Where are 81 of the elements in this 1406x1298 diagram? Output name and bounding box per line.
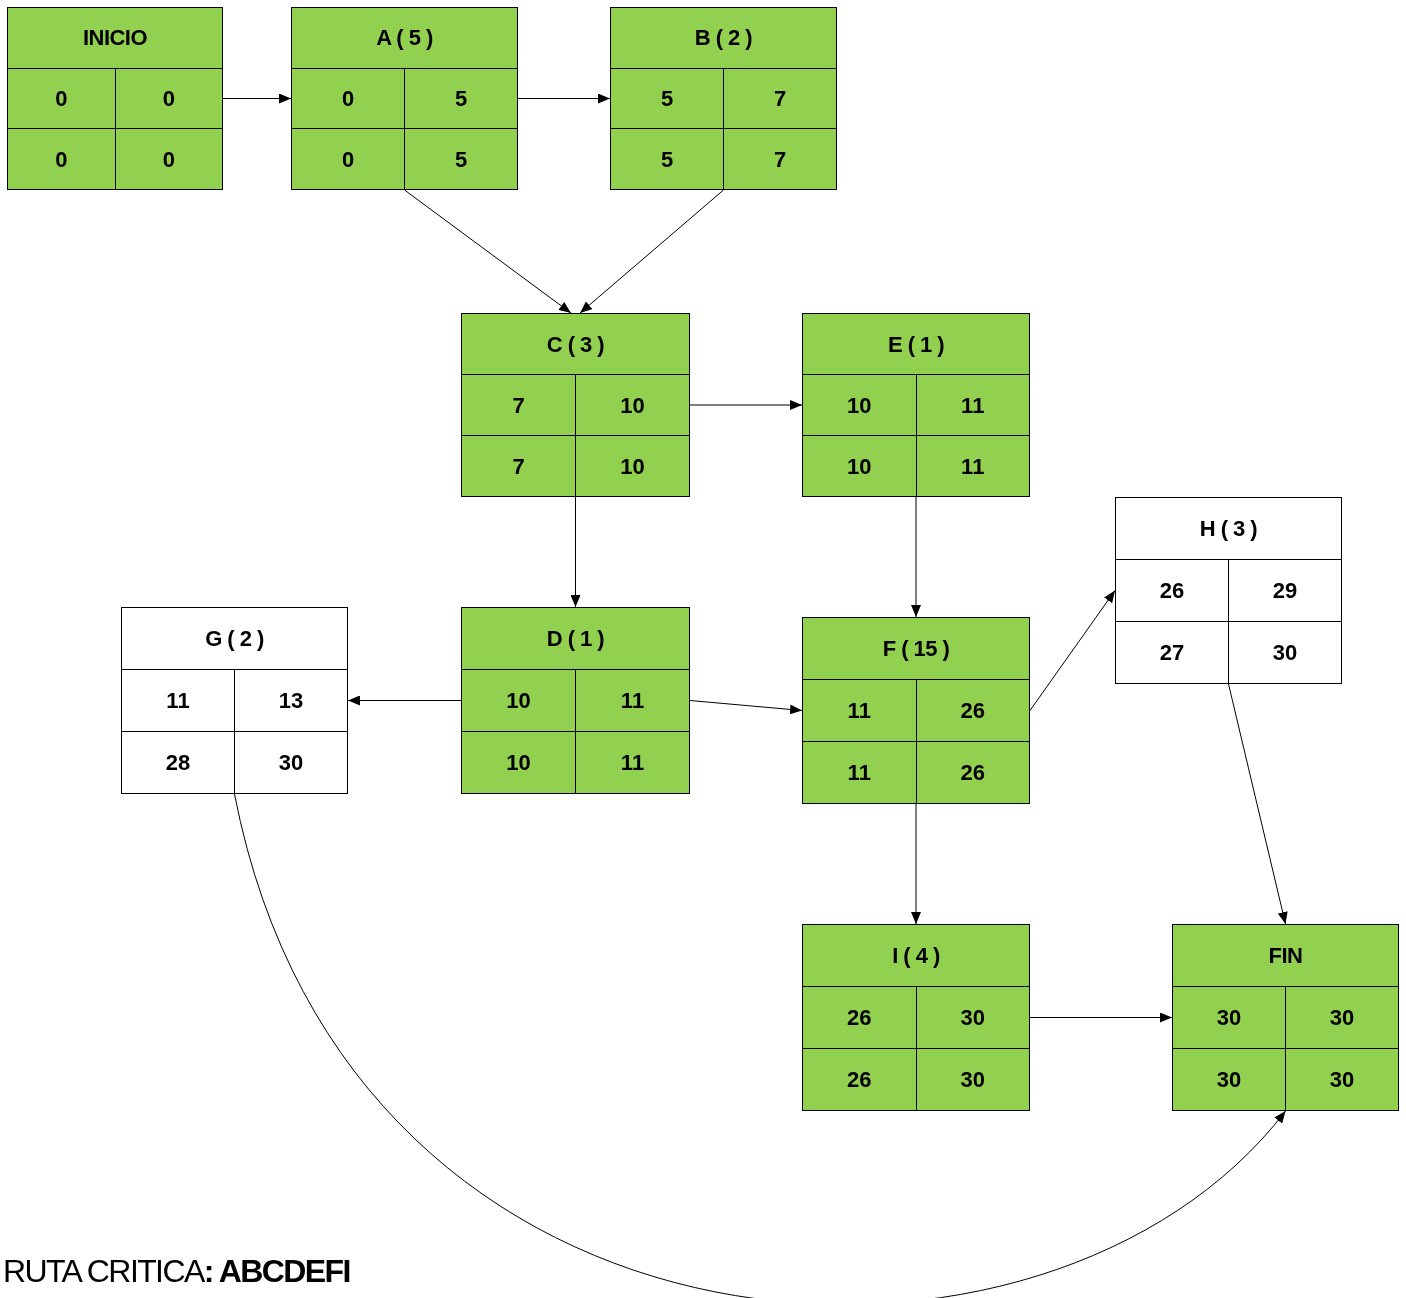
time-value: 30 xyxy=(1216,1004,1242,1032)
time-value: 30 xyxy=(960,1066,985,1094)
time-value: 0 xyxy=(55,85,68,113)
time-value: 30 xyxy=(1329,1066,1355,1094)
time-value: 30 xyxy=(1216,1066,1242,1094)
time-value: 0 xyxy=(341,145,355,174)
time-value: 26 xyxy=(847,1004,872,1032)
critical-activity-box xyxy=(1172,924,1399,1111)
critical-activity-box xyxy=(802,617,1030,804)
activity-title: D ( 1 ) xyxy=(546,625,605,653)
time-value: 10 xyxy=(506,749,531,777)
time-value: 7 xyxy=(773,85,787,113)
arrow xyxy=(689,400,803,410)
critical-path-note: RUTA CRITICA: ABCDEFI xyxy=(3,1255,350,1287)
time-value: 11 xyxy=(847,759,871,787)
activity-title: H ( 3 ) xyxy=(1199,515,1258,543)
time-value: 11 xyxy=(847,697,871,725)
activity-box xyxy=(121,607,348,794)
critical-activity-box xyxy=(610,7,837,190)
arrow xyxy=(911,496,921,618)
critical-activity-box xyxy=(461,607,690,794)
time-value: 11 xyxy=(961,452,985,481)
arrow xyxy=(404,189,572,314)
time-value: 11 xyxy=(961,391,985,420)
arrow xyxy=(222,93,292,104)
time-value: 13 xyxy=(278,687,304,715)
time-value: 26 xyxy=(1159,577,1185,605)
time-value: 0 xyxy=(55,145,68,174)
time-value: 5 xyxy=(454,85,468,113)
critical-activity-box xyxy=(802,313,1030,497)
arrow xyxy=(1228,683,1288,925)
time-value: 0 xyxy=(162,145,175,174)
time-value: 5 xyxy=(660,145,674,174)
time-value: 10 xyxy=(847,452,872,481)
time-value: 10 xyxy=(506,687,531,715)
arrow xyxy=(911,803,921,925)
arrow xyxy=(234,793,1286,1298)
time-value: 10 xyxy=(620,391,645,420)
time-value: 30 xyxy=(278,749,304,777)
critical-activity-box xyxy=(461,313,690,497)
time-value: 7 xyxy=(773,145,787,174)
time-value: 26 xyxy=(847,1066,872,1094)
time-value: 26 xyxy=(960,697,985,725)
arrow xyxy=(517,93,611,104)
activity-title: B ( 2 ) xyxy=(694,24,753,53)
activity-title: A ( 5 ) xyxy=(376,24,433,53)
time-value: 30 xyxy=(960,1004,985,1032)
critical-activity-box xyxy=(291,7,518,190)
arrow xyxy=(1029,590,1116,711)
time-value: 0 xyxy=(341,85,355,113)
time-value: 26 xyxy=(960,759,985,787)
time-value: 28 xyxy=(165,749,191,777)
activity-title: INICIO xyxy=(83,24,147,53)
activity-title: FIN xyxy=(1268,942,1303,970)
time-value: 5 xyxy=(454,145,468,174)
activity-title: G ( 2 ) xyxy=(205,625,264,653)
time-value: 10 xyxy=(620,452,645,481)
arrow xyxy=(1029,1012,1173,1023)
time-value: 7 xyxy=(512,391,525,420)
time-value: 29 xyxy=(1272,577,1298,605)
time-value: 0 xyxy=(162,85,175,113)
time-value: 30 xyxy=(1272,639,1298,667)
arrow xyxy=(579,189,724,314)
arrow xyxy=(347,695,462,706)
time-value: 11 xyxy=(166,687,190,715)
activity-title: I ( 4 ) xyxy=(892,942,940,970)
time-value: 30 xyxy=(1329,1004,1355,1032)
time-value: 10 xyxy=(847,391,872,420)
time-value: 7 xyxy=(512,452,525,481)
critical-activity-box xyxy=(7,7,223,190)
time-value: 5 xyxy=(660,85,674,113)
arrow xyxy=(570,496,581,608)
activity-title: E ( 1 ) xyxy=(887,330,945,359)
time-value: 11 xyxy=(620,749,645,777)
critical-activity-box xyxy=(802,924,1030,1111)
arrow xyxy=(689,700,803,715)
activity-title: C ( 3 ) xyxy=(546,330,605,359)
time-value: 11 xyxy=(620,687,645,715)
activity-box xyxy=(1115,497,1342,684)
activity-title: F ( 15 ) xyxy=(882,635,950,663)
time-value: 27 xyxy=(1159,639,1185,667)
